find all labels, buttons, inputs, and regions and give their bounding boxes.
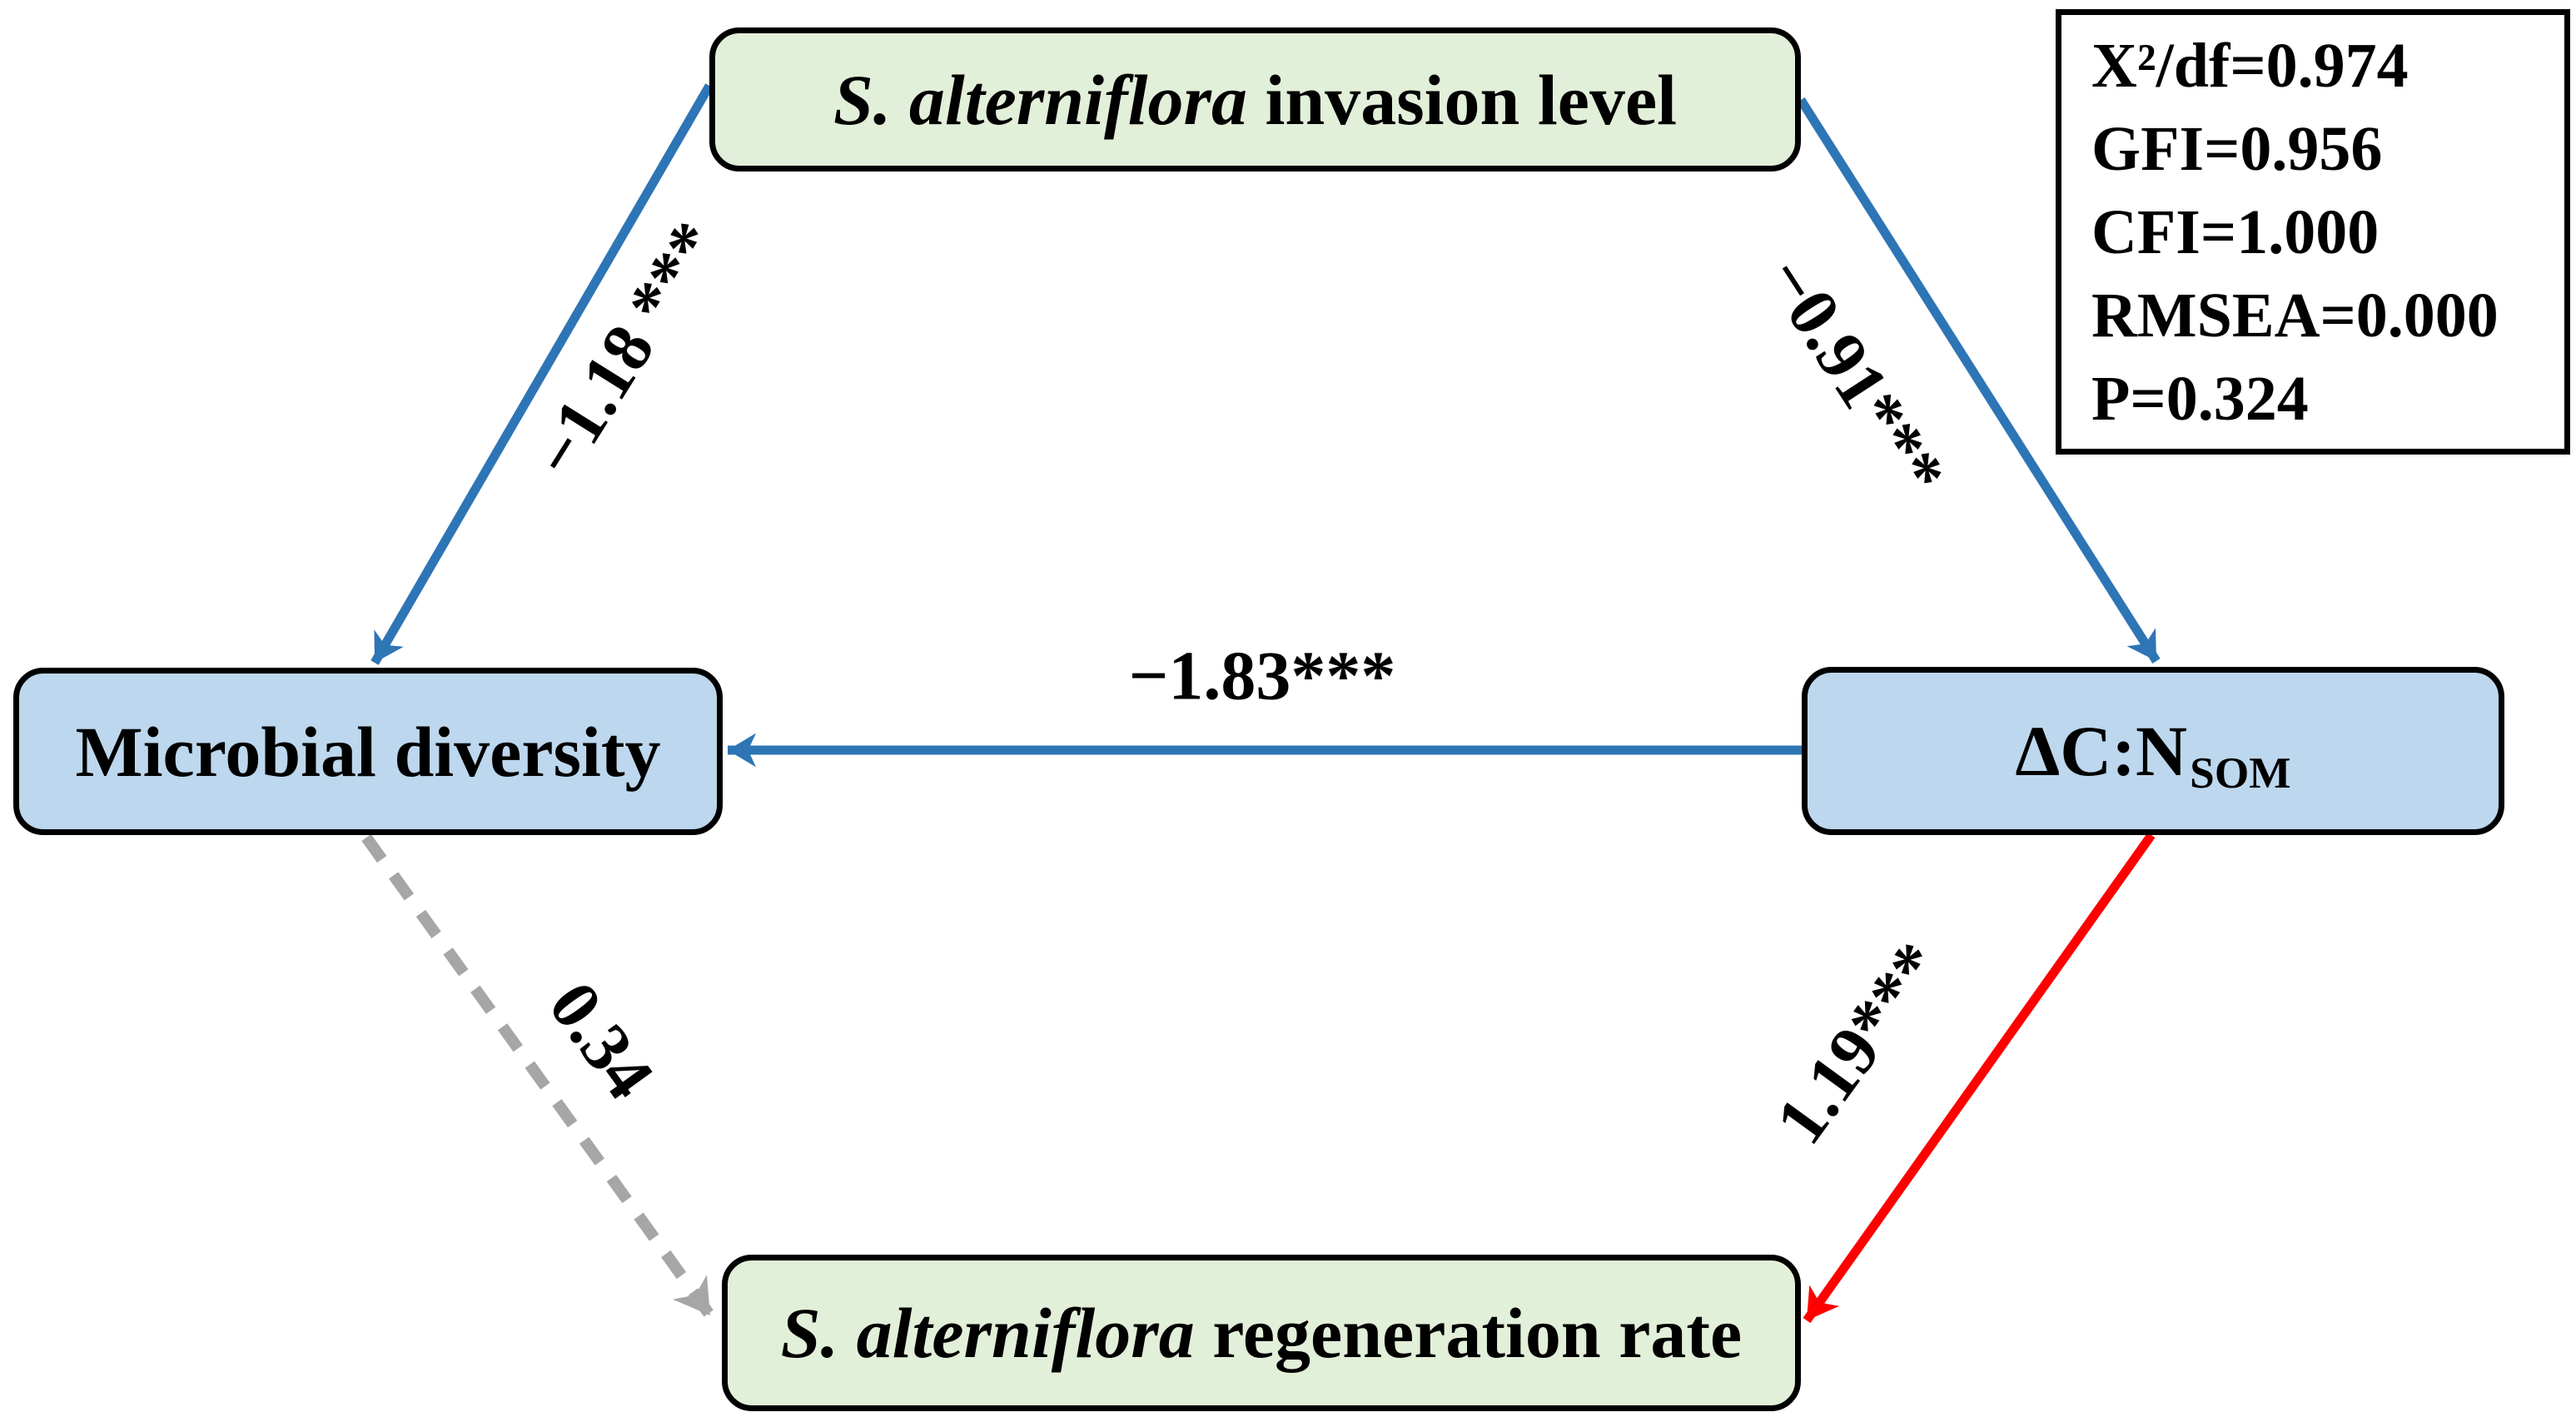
coefficient-deltacn-to-microbial: −1.83***: [1128, 637, 1396, 715]
node-microbial-diversity-label: Microbial diversity: [75, 711, 661, 792]
node-invasion-level-label: S. alterniflora invasion level: [833, 58, 1677, 142]
species-name-italic: S. alterniflora: [780, 1293, 1195, 1373]
arrow-microbial-to-regeneration: [361, 833, 715, 1320]
arrow-deltacn-to-regeneration: [1803, 832, 2156, 1324]
node-delta-cn-som: ΔC:NSOM: [1802, 667, 2504, 835]
delta-cn-main: ΔC:N: [2015, 711, 2188, 791]
fit-stat-p: P=0.324: [2091, 363, 2309, 434]
delta-cn-subscript: SOM: [2190, 747, 2291, 798]
fit-stat-rmsea: RMSEA=0.000: [2091, 280, 2499, 351]
species-name-italic: S. alterniflora: [833, 59, 1247, 140]
node-delta-cn-som-label: ΔC:NSOM: [2015, 709, 2290, 798]
node-invasion-level-label-rest: invasion level: [1246, 59, 1678, 140]
node-invasion-level: S. alterniflora invasion level: [709, 27, 1801, 172]
node-regeneration-rate-label: S. alterniflora regeneration rate: [781, 1291, 1742, 1375]
fit-stat-cfi: CFI=1.000: [2091, 196, 2380, 267]
arrow-invasion-to-deltacn: [1797, 97, 2161, 664]
node-microbial-diversity: Microbial diversity: [13, 668, 723, 835]
node-regeneration-rate-label-rest: regeneration rate: [1194, 1293, 1743, 1373]
fit-stat-chi2-df: X²/df=0.974: [2091, 30, 2409, 101]
arrow-invasion-to-microbial: [370, 83, 714, 665]
fit-statistics-box: X²/df=0.974 GFI=0.956 CFI=1.000 RMSEA=0.…: [2056, 9, 2570, 455]
node-regeneration-rate: S. alterniflora regeneration rate: [722, 1255, 1801, 1411]
fit-stat-gfi: GFI=0.956: [2091, 113, 2383, 184]
